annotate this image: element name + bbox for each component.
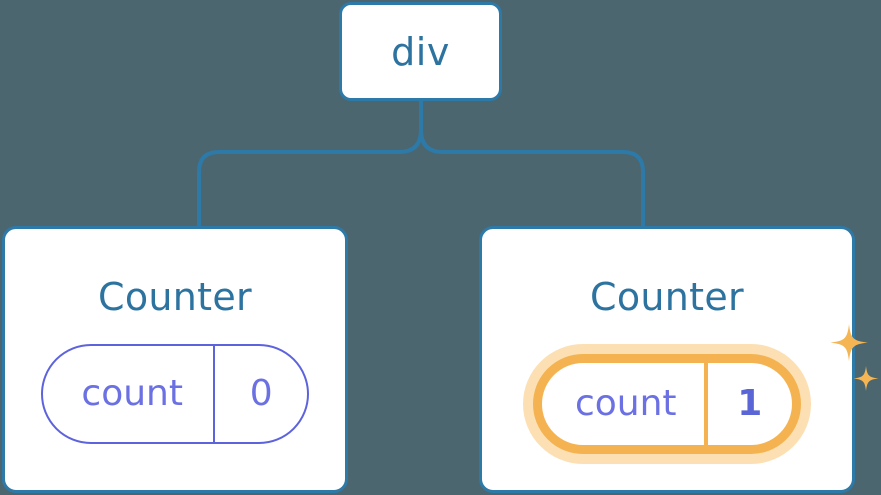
state-pill-left-key: count (43, 346, 216, 442)
state-pill-right-glow: count 1 (523, 344, 811, 464)
state-pill-wrapper-left: count 0 (41, 344, 309, 444)
node-counter-right[interactable]: Counter count 1 (479, 226, 879, 493)
sparkle-large-icon (830, 324, 868, 362)
state-pill-right-value: 1 (737, 383, 763, 424)
node-counter-right-title: Counter (590, 275, 744, 319)
state-pill-right-key: count (542, 363, 708, 445)
node-counter-left-title: Counter (98, 275, 252, 319)
state-pill-wrapper-right: count 1 (523, 324, 879, 464)
node-counter-left[interactable]: Counter count 0 (2, 226, 348, 493)
state-pill-right[interactable]: count 1 (533, 354, 801, 454)
state-pill-left[interactable]: count 0 (41, 344, 309, 444)
node-div[interactable]: div (339, 2, 502, 101)
node-div-label: div (391, 29, 450, 74)
state-pill-left-value: 0 (249, 373, 273, 414)
sparkle-group (830, 324, 879, 391)
sparkle-small-icon (853, 366, 879, 391)
